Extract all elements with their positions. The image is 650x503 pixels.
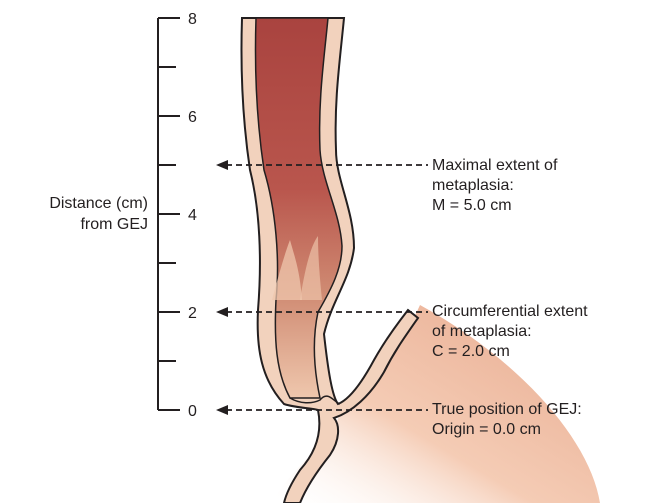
tick-label-4: 4 <box>188 207 197 224</box>
annotation-line: Maximal extent of <box>432 156 557 176</box>
annotation-line: of metaplasia: <box>432 322 588 342</box>
annotation-line: metaplasia: <box>432 176 557 196</box>
annotation-line: Origin = 0.0 cm <box>432 420 582 440</box>
annotation-line: C = 2.0 cm <box>432 342 588 362</box>
annotation-maximal-extent: Maximal extent of metaplasia: M = 5.0 cm <box>432 156 557 216</box>
annotation-line: M = 5.0 cm <box>432 196 557 216</box>
annotation-gej-origin: True position of GEJ: Origin = 0.0 cm <box>432 400 582 440</box>
annotation-line: True position of GEJ: <box>432 400 582 420</box>
axis-label-line-1: Distance (cm) <box>49 195 148 212</box>
axis-label-line-2: from GEJ <box>80 216 148 233</box>
tick-label-8: 8 <box>188 11 197 28</box>
tick-label-2: 2 <box>188 305 197 322</box>
distance-scale <box>158 18 180 410</box>
tick-label-6: 6 <box>188 109 197 126</box>
annotation-circumferential-extent: Circumferential extent of metaplasia: C … <box>432 302 588 362</box>
tick-label-0: 0 <box>188 403 197 420</box>
annotation-line: Circumferential extent <box>432 302 588 322</box>
